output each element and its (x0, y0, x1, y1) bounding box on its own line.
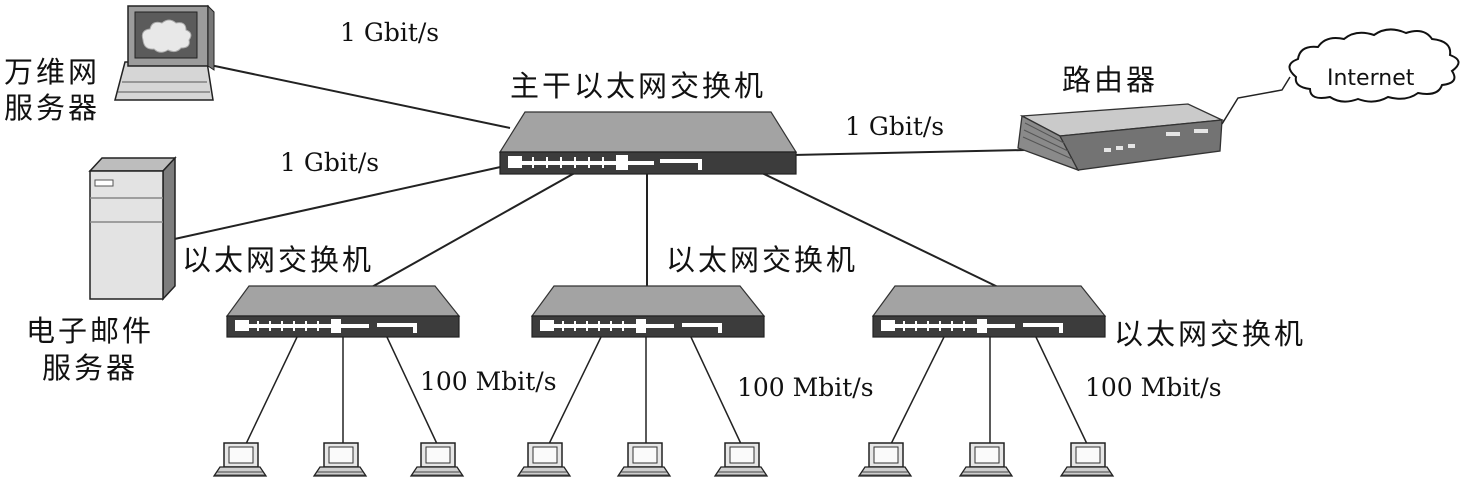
mail-server-label-line2: 服务器 (42, 351, 139, 385)
internet-label: Internet (1327, 66, 1415, 91)
link-web-speed-label: 1 Gbit/s (340, 18, 440, 47)
pc-group-right (858, 442, 1114, 477)
link-mail-server (169, 165, 506, 241)
backbone-switch-label: 主干以太网交换机 (510, 69, 767, 103)
switch-right-label: 以太网交换机 (1114, 317, 1307, 351)
pc-icon (714, 442, 768, 477)
pc-group-left (213, 442, 464, 477)
pc-icon (617, 442, 671, 477)
connection-lines (169, 64, 1291, 447)
pc-icon (517, 442, 571, 477)
link-mid-speed-label: 100 Mbit/s (737, 373, 874, 402)
pc-icon (410, 442, 464, 477)
link-router (792, 149, 1026, 156)
web-server-label-line2: 服务器 (4, 91, 101, 125)
switch-mid-icon (531, 285, 765, 338)
link-mail-speed-label: 1 Gbit/s (280, 148, 380, 177)
mail-server-tower-icon (88, 156, 177, 301)
switch-mid-label: 以太网交换机 (666, 243, 859, 277)
mail-server-label-line1: 电子邮件 (26, 314, 155, 348)
link-web-server (209, 64, 511, 129)
web-server-computer-icon (114, 4, 215, 101)
switch-left-label: 以太网交换机 (182, 243, 375, 277)
link-left-speed-label: 100 Mbit/s (420, 367, 557, 396)
pc-icon (959, 442, 1013, 477)
link-router-speed-label: 1 Gbit/s (845, 112, 945, 141)
router-icon (1017, 103, 1225, 172)
pc-icon (1060, 442, 1114, 477)
pc-icon (858, 442, 912, 477)
pc-icon (313, 442, 367, 477)
web-server-label-line1: 万维网 (4, 55, 101, 89)
link-switch-left (369, 169, 581, 289)
pc-links-mid (547, 334, 743, 447)
link-switch-right (759, 171, 1001, 289)
switch-left-icon (226, 285, 460, 338)
pc-group-mid (517, 442, 768, 477)
pc-icon (213, 442, 267, 477)
internet-cloud-icon: Internet (1288, 28, 1460, 103)
backbone-switch-icon (498, 111, 798, 175)
switch-right-icon (872, 285, 1106, 338)
router-label: 路由器 (1062, 63, 1159, 97)
pc-links-left (244, 334, 439, 447)
pc-links-right (889, 334, 1089, 447)
link-right-speed-label: 100 Mbit/s (1085, 373, 1222, 402)
link-internet (1221, 76, 1291, 125)
